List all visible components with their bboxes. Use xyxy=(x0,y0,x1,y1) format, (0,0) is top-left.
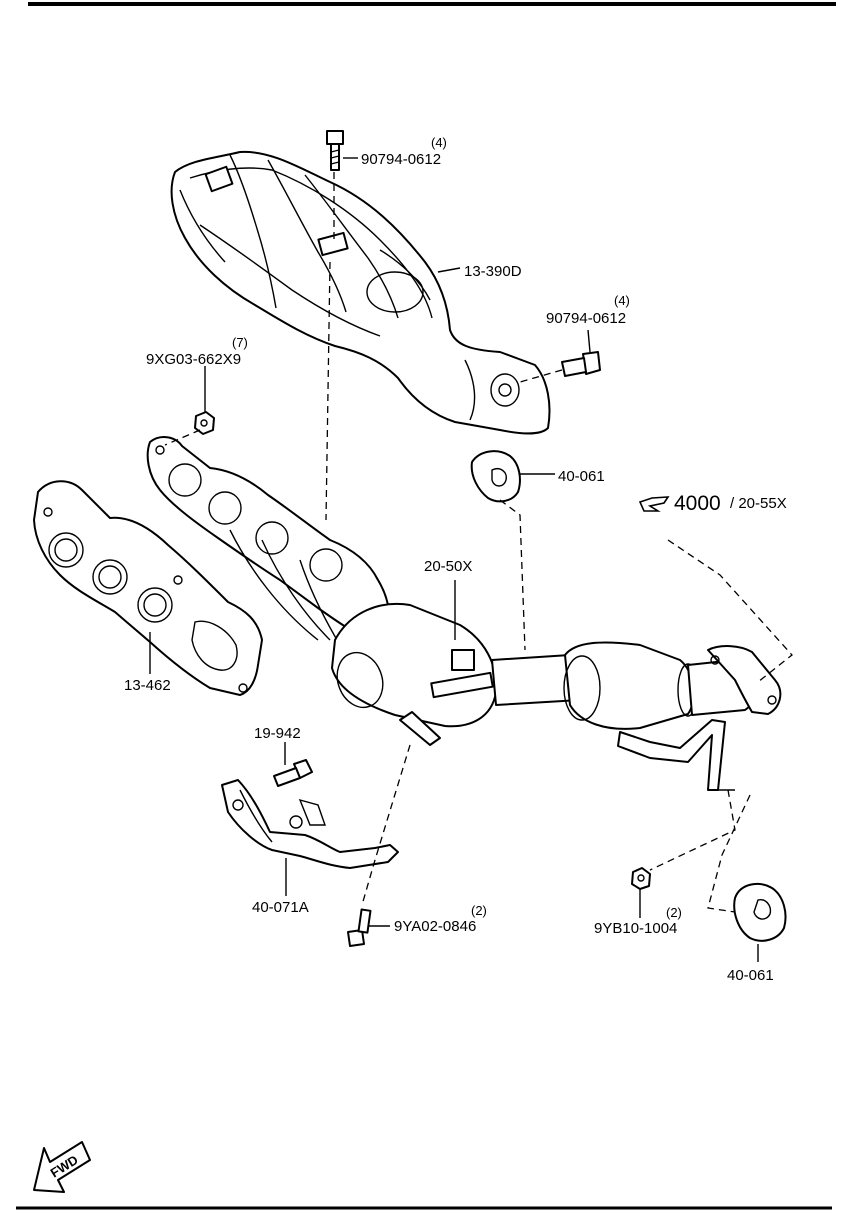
bolt-bottom-qty: (2) xyxy=(471,903,487,918)
bolt-top-part-number: 90794-0612 xyxy=(361,151,441,168)
nut-left-part-number: 9XG03-662X9 xyxy=(146,351,241,368)
fwd-arrow: FWD xyxy=(33,1141,91,1193)
bolt-top-qty: (4) xyxy=(431,135,447,150)
reference-suffix: / 20-55X xyxy=(730,495,787,512)
reference-number: 4000 xyxy=(674,492,721,515)
bolt-right-drawing xyxy=(561,351,601,377)
nut-right-part-number: 9YB10-1004 xyxy=(594,920,677,937)
bolt-lower-drawing xyxy=(273,759,313,787)
assembly-lines xyxy=(164,172,793,913)
bolt-lower-part-number: 19-942 xyxy=(254,725,301,742)
hanger-lower-drawing xyxy=(733,882,787,942)
nut-left-qty: (7) xyxy=(232,335,248,350)
bolt-bottom-drawing xyxy=(347,908,372,947)
bracket-part-number: 40-071A xyxy=(252,899,309,916)
bracket-drawing xyxy=(221,779,399,869)
fwd-arrow-icon xyxy=(33,1141,91,1193)
nut-left-drawing xyxy=(194,411,215,435)
hanger-lower-part-number: 40-061 xyxy=(727,967,774,984)
hanger-upper-part-number: 40-061 xyxy=(558,468,605,485)
bolt-right-part-number: 90794-0612 xyxy=(546,310,626,327)
gasket-drawing xyxy=(33,480,263,696)
pointing-hand-icon xyxy=(638,496,670,512)
leader-lines xyxy=(149,157,759,962)
nut-right-drawing xyxy=(631,867,651,890)
hanger-upper-drawing xyxy=(470,450,521,503)
heat-shield-upper-part-number: 13-390D xyxy=(464,263,522,280)
bolt-top-drawing xyxy=(326,130,344,171)
gasket-part-number: 13-462 xyxy=(124,677,171,694)
bolt-bottom-part-number: 9YA02-0846 xyxy=(394,918,476,935)
nut-right-qty: (2) xyxy=(666,905,682,920)
catalytic-converter-part-number: 20-50X xyxy=(424,558,472,575)
heat-shield-upper-drawing xyxy=(170,150,551,435)
reference-arrow: 4000 / 20-55X xyxy=(638,492,787,515)
bolt-right-qty: (4) xyxy=(614,293,630,308)
